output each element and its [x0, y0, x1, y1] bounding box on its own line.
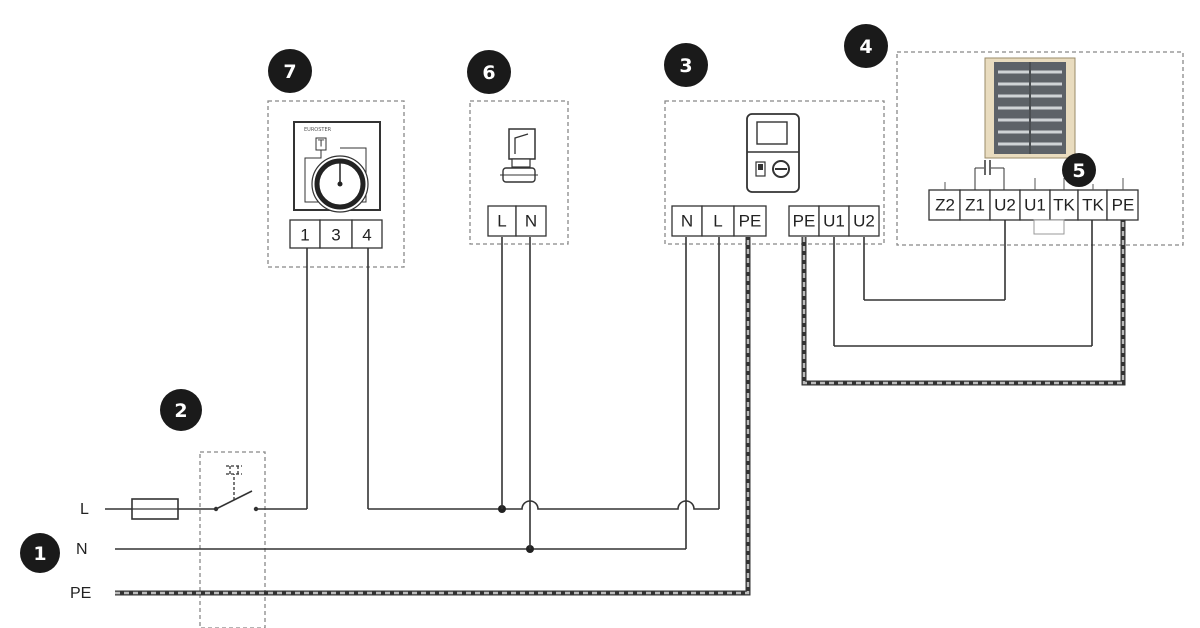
heater-box	[896, 51, 1184, 246]
controller-terminal-l: L	[713, 212, 722, 231]
thermostat-terminal-3: 3	[331, 226, 340, 245]
badge-6: 6	[467, 50, 511, 94]
thermostat-symbol: T	[317, 139, 325, 150]
heater-terminal-z1: Z1	[965, 196, 985, 215]
valve-terminal-l: L	[497, 212, 506, 231]
thermostat-icon: EUROSTER T	[293, 121, 381, 213]
heater-terminal-strip: Z2 Z1 U2 U1 TK TK PE	[928, 189, 1139, 235]
controller-terminal-n: N	[681, 212, 693, 231]
heater-terminal-tk-1: TK	[1053, 196, 1075, 215]
controller-box	[664, 100, 885, 245]
valve-box	[469, 100, 569, 245]
l-line-label: L	[80, 501, 89, 518]
controller-terminal-pe: PE	[739, 212, 762, 231]
badge-7: 7	[268, 49, 312, 93]
pe-heater-wire	[801, 220, 1126, 386]
pe-line	[115, 237, 751, 596]
switch-actuator	[226, 465, 242, 500]
switched-l-bus	[368, 500, 719, 510]
thermostat-terminal-strip: 1 3 4	[289, 219, 383, 249]
svg-text:7: 7	[283, 61, 296, 83]
heater-terminal-z2: Z2	[935, 196, 955, 215]
heater-terminal-tk-2: TK	[1082, 196, 1104, 215]
heater-terminal-pe: PE	[1112, 196, 1135, 215]
thermostat-brand: EUROSTER	[304, 127, 332, 133]
thermostat-terminal-4: 4	[362, 226, 371, 245]
controller-terminal-pe-out: PE	[793, 212, 816, 231]
thermostat-terminal-1: 1	[300, 226, 309, 245]
badge-2: 2	[160, 389, 202, 431]
controller-terminal-u1: U1	[823, 212, 845, 231]
thermostat-box	[267, 100, 405, 268]
badge-3: 3	[664, 43, 708, 87]
svg-text:4: 4	[859, 36, 872, 58]
valve-icon	[500, 128, 538, 183]
heater-capacitor	[974, 160, 1005, 190]
controller-output-strip: PE U1 U2	[788, 205, 880, 237]
badge-1: 1	[20, 533, 60, 573]
heater-terminal-u1: U1	[1024, 196, 1046, 215]
pe-line-label: PE	[70, 585, 91, 602]
controller-terminal-u2: U2	[853, 212, 875, 231]
controller-icon	[746, 113, 800, 193]
valve-terminal-n: N	[525, 212, 537, 231]
controller-power-strip: N L PE	[671, 205, 767, 237]
svg-text:1: 1	[33, 543, 46, 565]
svg-text:3: 3	[679, 55, 692, 77]
svg-text:6: 6	[482, 62, 495, 84]
valve-terminal-strip: L N	[487, 205, 547, 237]
heater-internal-leads	[944, 178, 1124, 190]
heater-terminal-u2: U2	[994, 196, 1016, 215]
n-line-label: N	[76, 541, 88, 558]
badge-4: 4	[844, 24, 888, 68]
svg-text:2: 2	[174, 400, 187, 422]
switch-box	[199, 451, 266, 628]
badge-5: 5	[1062, 153, 1096, 187]
svg-text:5: 5	[1072, 160, 1085, 182]
heater-unit-icon	[984, 57, 1076, 159]
